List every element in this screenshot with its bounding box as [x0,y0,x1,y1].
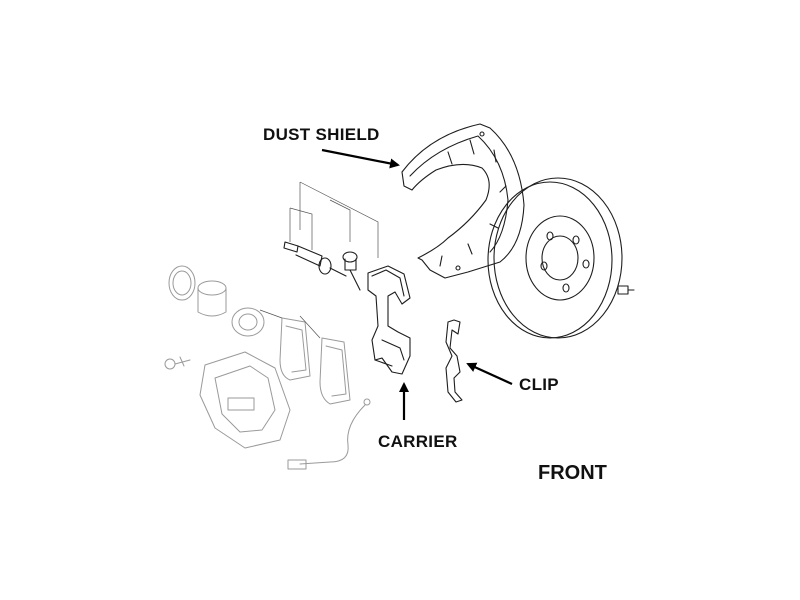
piston-boot [231,307,265,337]
dust-shield-arrow [321,148,400,169]
front-view-label: FRONT [538,462,607,484]
guide-box-lines [289,181,379,258]
leader-lines-pads [259,309,321,339]
dust-shield-label: DUST SHIELD [263,125,380,144]
retaining-clip [445,319,463,403]
brake-pad-inner [279,317,311,381]
rotor-screw [617,285,635,295]
caliper-body [199,351,291,449]
clip-label: CLIP [519,375,559,394]
bleed-screw [164,356,191,370]
dust-shield [401,123,525,279]
caliper-piston [197,280,227,317]
guide-pin-bolt [283,241,347,277]
carrier-label: CARRIER [378,432,458,451]
caliper-seal-ring [168,265,196,301]
brake-rotor [487,177,623,339]
carrier-bolt [342,251,361,291]
carrier-bracket [367,265,411,375]
brake-pad-outer [319,337,351,405]
pad-wear-sensor [287,398,371,470]
clip-arrow [466,362,513,386]
